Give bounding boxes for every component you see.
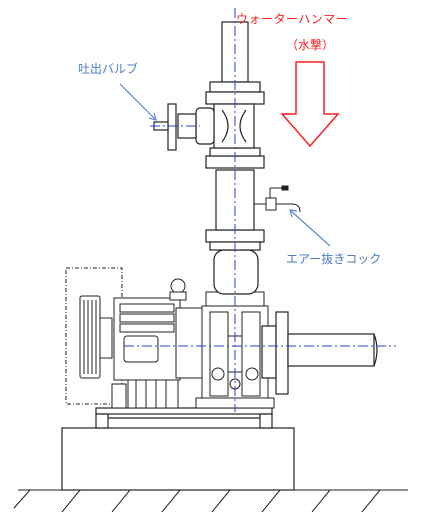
discharge-valve bbox=[153, 103, 255, 151]
center-lines bbox=[124, 8, 396, 412]
motor-pulley bbox=[65, 267, 123, 405]
air-vent-cock bbox=[254, 185, 301, 213]
water-hammer-label: ウォーターハンマー bbox=[236, 12, 349, 26]
outlet-pipe bbox=[261, 311, 378, 395]
water-hammer-sublabel: （水撃） bbox=[286, 38, 335, 52]
compressor-body bbox=[111, 278, 207, 409]
concrete-base bbox=[61, 427, 295, 491]
air-vent-cock-label: エアー抜きコック bbox=[286, 252, 382, 266]
ground-hatching bbox=[13, 489, 408, 513]
callout-arrows bbox=[119, 83, 331, 247]
discharge-valve-label: 吐出バルブ bbox=[78, 62, 139, 76]
water-hammer-arrow bbox=[280, 61, 340, 148]
base-frame bbox=[95, 407, 273, 429]
